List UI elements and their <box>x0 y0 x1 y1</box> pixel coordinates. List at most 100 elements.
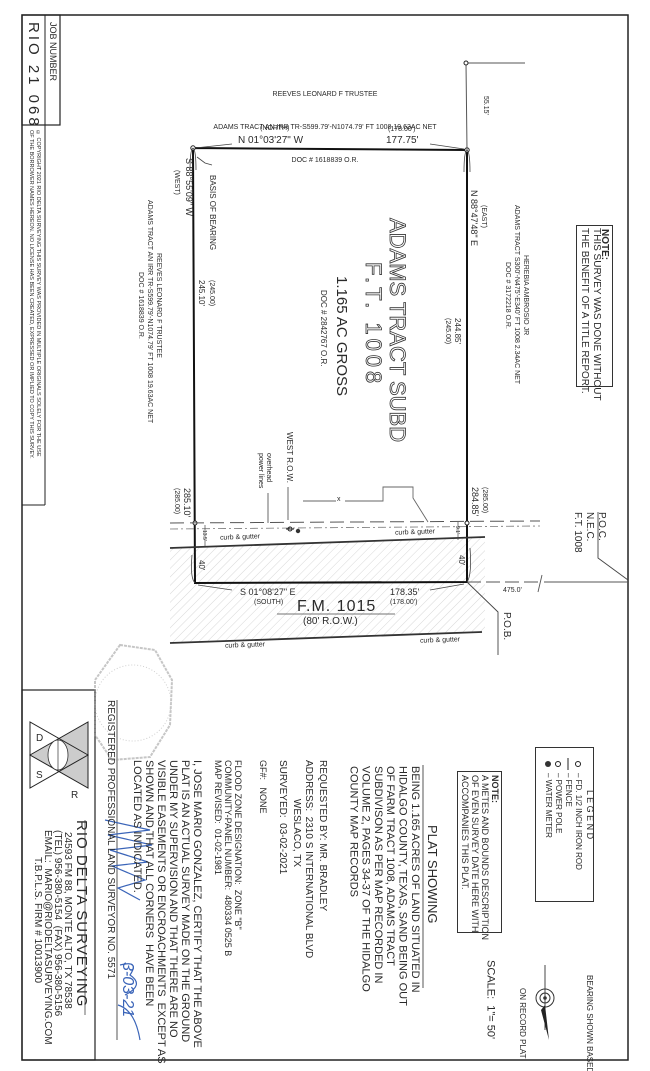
adjoiner-owner: HEREBIA AMBROSIO JR <box>522 254 529 336</box>
bearing-note-bottom: ON RECORD PLAT <box>518 988 527 1059</box>
gf-number: GF#: NONE <box>258 760 268 814</box>
adjoiner-doc: DOC # 1618839 O.R. <box>137 271 144 339</box>
note-heading: NOTE: <box>599 229 610 261</box>
adjoiner-doc: DOC # 3172218 O.R. <box>504 261 511 329</box>
job-number: RIO 21 068 <box>25 22 42 129</box>
company-phone: (TEL) 956-380-5154 (FAX) 956-380-5156 <box>52 830 63 1017</box>
row-width-right: 40' <box>457 555 466 566</box>
curb-label: curb & gutter <box>219 533 261 542</box>
company-email[interactable]: EMAIL: MARIO@RIODELTASURVEYING.COM <box>42 830 53 1045</box>
north-record: (NORTH) <box>260 125 290 132</box>
tract-acreage: 1.165 AC GROSS <box>333 276 350 397</box>
tract-doc: DOC # 2842767 O.R. <box>319 290 328 367</box>
road-name: F.M. 1015 <box>297 598 377 615</box>
survey-date: SURVEYED: 03-02-2021 <box>277 760 288 875</box>
surveyor-seal-stamp <box>94 643 174 762</box>
adjoiner-owner: REEVES LEONARD F TRUSTEE <box>155 252 162 358</box>
west-dist: 245.10' <box>197 280 206 306</box>
company-firm-number: T.B.P.L.S. FIRM # 10013900 <box>32 856 43 983</box>
south-dist: 178.35' <box>390 587 420 597</box>
offset-left: 13.5' <box>201 530 207 541</box>
company-logo <box>28 721 90 789</box>
east-record: (EAST) <box>480 205 487 228</box>
west-dist-record: (245.00) <box>208 280 215 307</box>
tract-farm-tract: F.T. 1008 <box>361 262 387 388</box>
east-dist-2-record: (285.00) <box>481 487 488 514</box>
north-bearing: N 01°03'27" W <box>238 135 304 146</box>
job-number-box <box>21 14 61 126</box>
bearing-note-top: BEARING SHOWN BASED <box>585 975 594 1071</box>
adjoiner-desc: ADAMS TRACT S300'-N475'-E340' FT 1008 2.… <box>513 205 520 385</box>
east-bearing: N 88°47'48" E <box>469 190 479 247</box>
property-address: ADDRESS: 2310 S INTERNATIONAL BLVD WESLA… <box>291 760 314 959</box>
legend-item-iron-rod: – FD. 1/2 INCH IRON ROD <box>574 773 583 870</box>
pob-label: P.O.B. <box>501 612 512 641</box>
job-number-label: JOB NUMBER <box>48 22 58 82</box>
company-box <box>21 689 96 1061</box>
metes-note-heading: NOTE: <box>490 775 500 803</box>
title-report-note: NOTE: ​ <box>576 225 613 387</box>
curb-label: curb & gutter <box>394 528 436 537</box>
lot-boundary <box>191 146 468 585</box>
east-dist: 244.85' <box>453 318 462 344</box>
adjoiner-owner: REEVES LEONARD F TRUSTEE <box>272 91 378 98</box>
row-width-left: 40' <box>197 560 206 571</box>
west-dist-2-record: (285.00) <box>173 488 180 515</box>
registered-surveyor-line: REGISTERED PROFESSIONAL LAND SURVEYOR NO… <box>105 700 116 979</box>
west-row-label: WEST R.O.W. <box>285 432 294 483</box>
poc-label: P.O.C. N.E.C. F.T. 1008 <box>572 512 607 553</box>
adjoiner-doc: DOC # 1618839 O.R. <box>291 157 359 164</box>
company-contact: 24593 FM 88, MONTE ALTO, TX 78538(TEL) 9… <box>32 830 73 1045</box>
logo-letter-s: S <box>36 770 43 781</box>
legend-title: L E G E N D <box>585 790 595 840</box>
flood-zone-info: FLOOD ZONE DESIGNATION: ZONE "B" COMMUNI… <box>213 760 243 957</box>
tie-distance: 55.15' <box>482 96 489 115</box>
east-dist-2: 284.85' <box>470 487 480 517</box>
signature-date: 3-03-21 <box>119 962 136 1018</box>
iron-rod-icon <box>575 761 581 767</box>
legend-item-water-meter: – WATER METER <box>544 773 553 838</box>
company-address: 24593 FM 88, MONTE ALTO, TX 78538 <box>62 831 73 1009</box>
plat-description: BEING 1.165 ACRES OF LAND SITUATED IN HI… <box>347 766 421 1006</box>
copyright-notice: © COPYRIGHT 2021 RIO DELTA SURVEYING THI… <box>28 130 41 459</box>
offset-right: 9.1' <box>454 526 460 534</box>
metes-note-text: A METES AND BOUNDS DESCRIPTION OF EVEN S… <box>460 775 490 941</box>
company-name: RIO DELTA SURVEYING <box>73 820 90 1008</box>
fence-mark: x <box>337 496 341 503</box>
adjoiner-desc: ADAMS TRACT AN IRR TR-S599.79'-N1074.79'… <box>146 200 153 424</box>
east-dist-record: (245.00) <box>444 318 451 345</box>
adjoiner-desc: ADAMS TRACT AN IRR TR-S599.79'-N1074.79'… <box>213 124 437 131</box>
west-bearing: S 88°55'09" W <box>184 158 194 217</box>
surveyor-certification: I, JOSE MARIO GONZALEZ, CERTIFY THAT THE… <box>131 760 203 1064</box>
legend-item-fence: – FENCE <box>564 773 573 807</box>
curb-line-south <box>169 631 483 644</box>
page-border <box>21 14 629 1061</box>
power-pole-icon <box>286 526 294 532</box>
power-lines-label: overhead power lines <box>257 453 272 489</box>
curb-label: curb & gutter <box>224 641 266 650</box>
requested-by: REQUESTED BY: MR. BRADLEY <box>317 760 328 912</box>
logo-letter-r: R <box>71 790 79 801</box>
scale-label: SCALE: 1"= 50' <box>484 960 497 1040</box>
logo-letter-d: D <box>36 733 44 744</box>
curb-label: curb & gutter <box>419 636 461 645</box>
north-arrow-icon <box>535 965 555 1040</box>
metes-note-box <box>457 771 502 933</box>
north-dist: 177.75' <box>386 135 419 146</box>
curb-line-north <box>169 536 486 549</box>
north-dist-record: (178.00') <box>388 126 416 133</box>
tract-name: ADAMS TRACT SUBD <box>385 218 411 443</box>
west-dist-2: 285.10' <box>182 488 192 518</box>
north-adjoiner: REEVES LEONARD F TRUSTEE ADAMS TRACT AN … <box>150 67 500 188</box>
basis-of-bearing-label: BASIS OF BEARING <box>208 175 217 251</box>
south-dist-record: (178.00') <box>390 599 418 606</box>
surveyor-signature <box>104 819 153 1041</box>
road-row-width: (80' R.O.W.) <box>303 616 358 627</box>
legend-item-power-pole: – POWER POLE <box>554 773 563 834</box>
legend-box <box>535 747 594 902</box>
poc-distance: 475.0' <box>503 587 522 594</box>
